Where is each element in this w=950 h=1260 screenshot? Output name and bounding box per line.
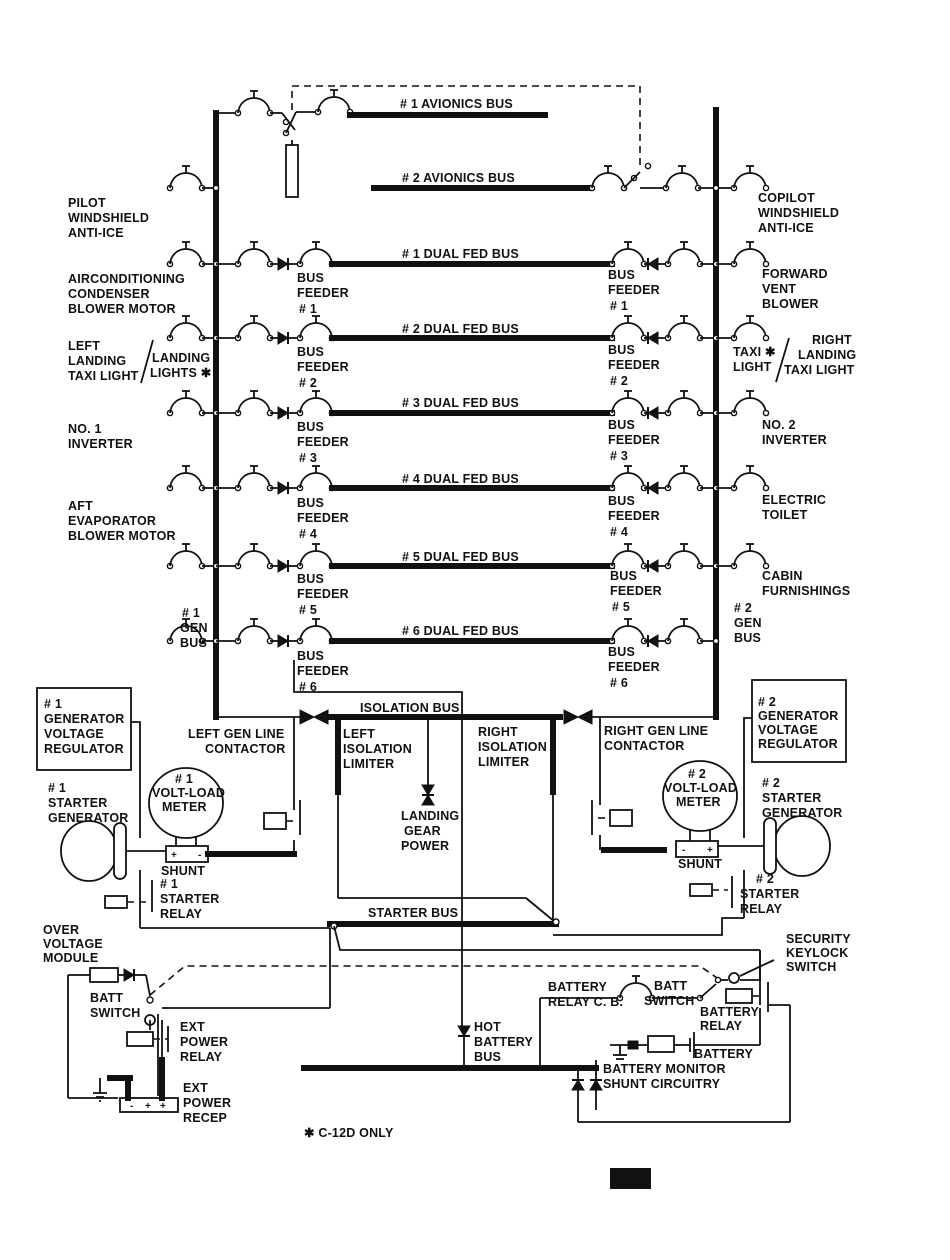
- ext-power-recep-label: EXT POWER RECEP: [183, 1081, 235, 1125]
- dual-bus-2-label: # 2 DUAL FED BUS: [402, 322, 519, 336]
- gen-bus-1-label: # 1 GEN BUS: [180, 606, 211, 650]
- ext-power-relay-label: EXT POWER RELAY: [180, 1020, 232, 1064]
- battery-section: [301, 950, 791, 1123]
- starter-generator-1: [60, 820, 118, 882]
- battery-relay-cb-label: BATTERY RELAY C. B.: [548, 980, 623, 1009]
- shunt-2-label: SHUNT: [678, 857, 722, 871]
- left-contactor-label: LEFT GEN LINE CONTACTOR: [188, 727, 288, 756]
- generator-2-side: - +: [553, 679, 847, 936]
- battery-label: BATTERY: [694, 1047, 753, 1061]
- svg-text:-: -: [198, 850, 202, 861]
- inverter-2-label: NO. 2 INVERTER: [762, 418, 827, 447]
- avionics-2-label: # 2 AVIONICS BUS: [402, 171, 515, 185]
- dual-bus-1-label: # 1 DUAL FED BUS: [402, 247, 519, 261]
- ext-power-section: - + +: [67, 965, 721, 1113]
- avionics-1-label: # 1 AVIONICS BUS: [400, 97, 513, 111]
- page-tab-marker: [610, 1168, 651, 1189]
- gvr-1-label: # 1 GENERATOR VOLTAGE REGULATOR: [44, 697, 128, 756]
- dual-bus-3-label: # 3 DUAL FED BUS: [402, 396, 519, 410]
- security-keylock-label: SECURITY KEYLOCK SWITCH: [786, 932, 854, 974]
- right-contactor-label: RIGHT GEN LINE CONTACTOR: [604, 724, 712, 753]
- gvr-1-box: [36, 687, 132, 771]
- volt-load-meter-2-label: # 2 VOLT-LOAD METER: [664, 767, 741, 809]
- avionics-section: # 1 AVIONICS BUS # 2 AVIONICS BUS: [216, 85, 716, 198]
- gvr-2-label: # 2 GENERATOR VOLTAGE REGULATOR: [758, 695, 842, 751]
- taxi-light-label: TAXI ✱ LIGHT: [733, 345, 779, 374]
- cabin-furnishings-label: CABIN FURNISHINGS: [762, 569, 850, 598]
- taxi-slash: [775, 337, 790, 383]
- isolation-bus-label: ISOLATION BUS: [360, 701, 460, 715]
- starter-relay-1-label: # 1 STARTER RELAY: [160, 877, 223, 921]
- landing-gear-label: LANDING GEAR POWER: [401, 809, 463, 853]
- svg-text:+: +: [707, 845, 713, 856]
- volt-load-meter-2: [662, 760, 738, 832]
- dual-fed-bus-rows: [166, 241, 770, 648]
- svg-text:-: -: [682, 845, 686, 856]
- volt-load-meter-1-label: # 1 VOLT-LOAD METER: [152, 772, 229, 814]
- shunt-2: [675, 840, 719, 858]
- isolation-section: ISOLATION BUS: [216, 660, 716, 1068]
- electric-toilet-label: ELECTRIC TOILET: [762, 493, 830, 522]
- dual-bus-4-label: # 4 DUAL FED BUS: [402, 472, 519, 486]
- inverter-1-label: NO. 1 INVERTER: [68, 422, 133, 451]
- svg-text:+: +: [160, 1101, 166, 1112]
- aircon-label: AIRCONDITIONING CONDENSER BLOWER MOTOR: [68, 272, 189, 316]
- batt-switch-right-label: BATT SWITCH: [644, 979, 695, 1008]
- left-landing-label: LEFT LANDING TAXI LIGHT: [68, 339, 139, 383]
- left-limiter-label: LEFT ISOLATION LIMITER: [343, 727, 416, 771]
- copilot-windshield-label: COPILOT WINDSHIELD ANTI-ICE: [758, 191, 843, 235]
- footnote: ✱ C-12D ONLY: [304, 1126, 394, 1140]
- starter-generator-1-label: # 1 STARTER GENERATOR: [48, 781, 129, 825]
- starter-bus-label: STARTER BUS: [368, 906, 458, 920]
- aft-evaporator-label: AFT EVAPORATOR BLOWER MOTOR: [68, 499, 176, 543]
- svg-text:+: +: [145, 1101, 151, 1112]
- forward-vent-label: FORWARD VENT BLOWER: [762, 267, 831, 311]
- over-voltage-label: OVER VOLTAGE MODULE: [43, 923, 107, 965]
- hot-battery-label: HOT BATTERY BUS: [474, 1020, 537, 1064]
- landing-slash: [140, 339, 154, 384]
- pilot-windshield-cb: [166, 165, 220, 192]
- starter-generator-2: [773, 815, 831, 877]
- copilot-windshield-cb: [712, 165, 770, 192]
- dual-bus-5-label: # 5 DUAL FED BUS: [402, 550, 519, 564]
- batt-switch-left-label: BATT SWITCH: [90, 991, 141, 1020]
- right-landing-label: RIGHT LANDING TAXI LIGHT: [784, 333, 860, 377]
- generator-1-side: + -: [36, 687, 330, 929]
- battery-relay-label: BATTERY RELAY: [700, 1005, 763, 1033]
- volt-load-meter-1: [148, 767, 224, 839]
- battery-monitor-label: BATTERY MONITOR SHUNT CIRCUITRY: [603, 1062, 729, 1091]
- shunt-1-label: SHUNT: [161, 864, 205, 878]
- svg-text:-: -: [130, 1101, 134, 1112]
- landing-lights-label: LANDING LIGHTS ✱: [150, 351, 214, 380]
- gen-bus-2-label: # 2 GEN BUS: [734, 601, 765, 645]
- starter-generator-2-label: # 2 STARTER GENERATOR: [762, 776, 843, 820]
- dual-bus-6-label: # 6 DUAL FED BUS: [402, 624, 519, 638]
- pilot-windshield-label: PILOT WINDSHIELD ANTI-ICE: [68, 196, 153, 240]
- gvr-2-box: [751, 679, 847, 763]
- right-limiter-label: RIGHT ISOLATION LIMITER: [478, 725, 551, 769]
- svg-text:+: +: [171, 850, 177, 861]
- starter-relay-2-label: # 2 STARTER RELAY: [740, 872, 803, 916]
